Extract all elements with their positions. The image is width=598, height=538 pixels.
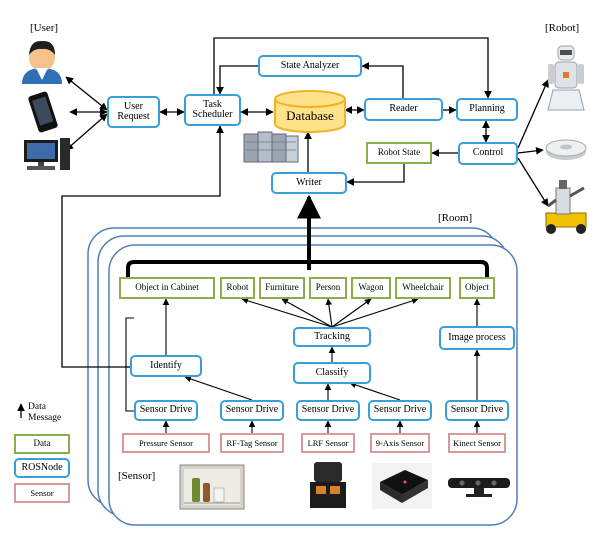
- kinect-sensor: Kinect Sensor: [448, 433, 506, 453]
- state-analyzer-node: State Analyzer: [258, 55, 362, 77]
- sensor-section-label: [Sensor]: [118, 470, 156, 482]
- classify-node: Classify: [293, 362, 371, 384]
- server-rack-icon: [243, 131, 299, 163]
- user-section-label: [User]: [30, 22, 59, 34]
- desktop-computer-icon: [24, 138, 70, 170]
- rftag-sensor: RF-Tag Sensor: [220, 433, 284, 453]
- robot-section-label: [Robot]: [545, 22, 580, 34]
- data-furniture: Furniture: [259, 277, 305, 299]
- user-avatar-icon: [22, 40, 62, 84]
- lrf-sensor: LRF Sensor: [301, 433, 355, 453]
- data-object: Object: [459, 277, 495, 299]
- reader-node: Reader: [364, 98, 443, 121]
- legend-sensor: Sensor: [14, 483, 70, 503]
- tracking-node: Tracking: [293, 327, 371, 347]
- user-request-node: User Request: [107, 96, 160, 128]
- robot-vacuum-icon: [545, 139, 587, 160]
- legend-message-label: Data Message: [28, 402, 62, 423]
- data-robot: Robot: [220, 277, 255, 299]
- image-process-node: Image process: [439, 326, 515, 350]
- database-label: Database: [286, 108, 334, 124]
- smartphone-icon: [28, 91, 58, 133]
- sensor-drive-lrf: Sensor Drive: [296, 400, 360, 421]
- sensor-drive-rftag: Sensor Drive: [220, 400, 284, 421]
- mobile-robot-icon: [545, 180, 587, 234]
- task-scheduler-node: Task Scheduler: [184, 94, 241, 126]
- control-node: Control: [458, 142, 518, 165]
- legend-data: Data: [14, 434, 70, 454]
- nine-axis-sensor: 9-Axis Sensor: [370, 433, 430, 453]
- pressure-sensor: Pressure Sensor: [122, 433, 210, 453]
- cabinet-photo: [179, 464, 245, 510]
- planning-node: Planning: [456, 98, 518, 121]
- data-wagon: Wagon: [351, 277, 391, 299]
- sensor-drive-nine-axis: Sensor Drive: [368, 400, 432, 421]
- robot-state-data: Robot State: [366, 142, 432, 164]
- data-wheelchair: Wheelchair: [395, 277, 451, 299]
- database-cylinder: [274, 90, 346, 133]
- sensor-drive-kinect: Sensor Drive: [445, 400, 509, 421]
- legend-rosnode: ROSNode: [14, 458, 70, 478]
- data-object-in-cabinet: Object in Cabinet: [119, 277, 215, 299]
- humanoid-robot-icon: [547, 45, 585, 111]
- sensor-drive-pressure: Sensor Drive: [134, 400, 198, 421]
- kinect-sensor-photo: [448, 478, 510, 497]
- room-frame-front: [108, 244, 518, 526]
- lrf-sensor-photo: [310, 462, 346, 508]
- data-person: Person: [309, 277, 347, 299]
- nine-axis-sensor-photo: [372, 463, 432, 509]
- writer-node: Writer: [271, 172, 347, 194]
- identify-node: Identify: [130, 355, 202, 377]
- room-section-label: [Room]: [438, 212, 473, 224]
